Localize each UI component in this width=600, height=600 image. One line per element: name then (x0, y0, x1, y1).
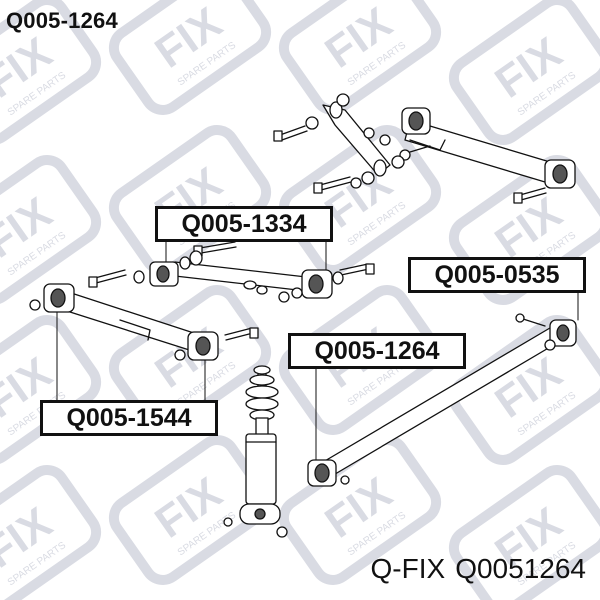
part-label-q005-1264: Q005-1264 (288, 333, 466, 369)
footer-brand: Q-FIX (370, 553, 446, 584)
part-label-text: Q005-1334 (181, 210, 307, 238)
footer-caption: Q-FIX Q0051264 (371, 553, 586, 585)
middle-lateral-rod (88, 241, 375, 303)
upper-right-arm (273, 93, 576, 204)
lower-right-rod (307, 313, 577, 487)
suspension-line-art (29, 93, 579, 538)
footer-part-number: Q0051264 (455, 553, 586, 584)
part-label-q005-1544: Q005-1544 (40, 400, 218, 436)
lower-left-arm (29, 283, 259, 361)
part-label-q005-0535: Q005-0535 (408, 257, 586, 293)
part-label-text: Q005-1544 (66, 404, 192, 432)
part-label-text: Q005-1264 (314, 337, 440, 365)
part-label-text: Q005-0535 (434, 261, 560, 289)
shock-absorber (223, 365, 288, 538)
part-label-q005-1334: Q005-1334 (155, 206, 333, 242)
page-title: Q005-1264 (6, 8, 118, 33)
